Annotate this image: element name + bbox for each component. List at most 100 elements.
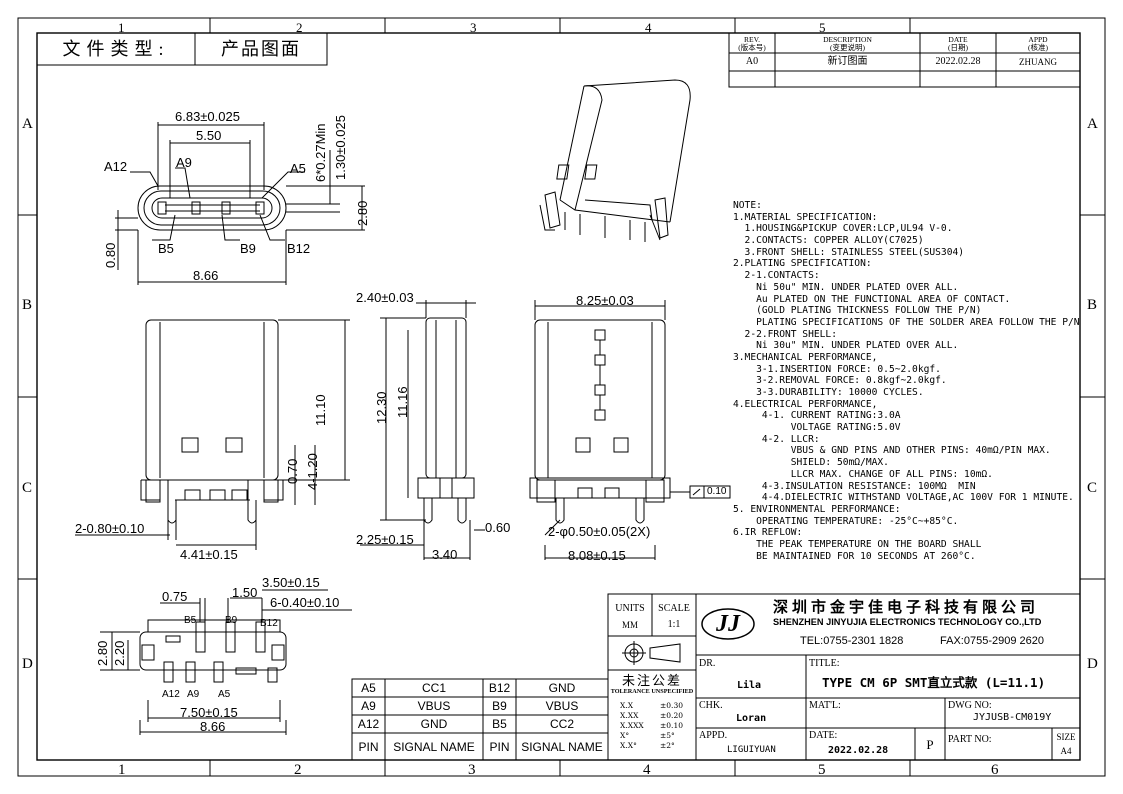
top-dim-inner: 5.50	[196, 128, 222, 143]
note-line: 3.MECHANICAL PERFORMANCE,	[733, 351, 878, 363]
note-line: PLATING SPECIFICATIONS OF THE SOLDER ARE…	[733, 316, 1080, 328]
top-dim-total: 8.66	[193, 268, 219, 283]
tolerance-key: X.XXX	[620, 721, 644, 730]
col-label-4b: 4	[643, 762, 651, 778]
col-label-2b: 2	[294, 762, 302, 778]
scale-label: SCALE	[658, 603, 690, 614]
col-label-1b: 1	[118, 762, 126, 778]
note-line: Ni 50u" MIN. UNDER PLATED OVER ALL.	[733, 281, 959, 293]
pin-table-cell: B5	[492, 717, 507, 731]
rev-row-appd: ZHUANG	[1019, 56, 1057, 67]
tolerance-val: ±0.30	[660, 701, 683, 710]
pin-table-cell: VBUS	[417, 699, 451, 713]
note-line: OPERATING TEMPERATURE: -25°C~+85°C.	[733, 515, 959, 527]
doctype-label: 文件类型:	[62, 39, 170, 59]
top-pin-a12: A12	[104, 159, 128, 174]
note-line: SHIELD: 50mΩ/MAX.	[733, 457, 889, 469]
tolerance-key: X.X	[620, 701, 634, 710]
bottom-pin-b5: B5	[184, 615, 197, 626]
doctype-box	[36, 32, 328, 66]
rear-view-drawing	[529, 300, 731, 560]
col-label-3: 3	[470, 20, 477, 35]
pin-table-cell: CC2	[549, 717, 574, 731]
top-pin-a9: A9	[176, 155, 192, 170]
top-pin-b5: B5	[158, 241, 174, 256]
dr-value: Lila	[737, 680, 762, 691]
chk-label: CHK.	[699, 700, 723, 711]
bottom-dim-150: 1.50	[232, 585, 258, 600]
rear-flatness-value: 0.10	[707, 486, 727, 497]
pin-table-cell: SIGNAL NAME	[521, 739, 603, 754]
doctype-value: 产品图面	[221, 39, 301, 59]
rev-header-date-cn: (日期)	[948, 42, 968, 52]
top-dim-width: 6.83±0.025	[175, 109, 240, 124]
title-label: TITLE:	[809, 658, 840, 669]
appd-label: APPD.	[699, 730, 728, 741]
row-label-c: C	[22, 480, 33, 496]
note-line: 3-1.INSERTION FORCE: 0.5~2.0kgf.	[733, 363, 941, 375]
note-line: VOLTAGE RATING:5.0V	[733, 422, 901, 434]
note-line: 2-1.CONTACTS:	[733, 270, 820, 282]
rev-header-date: DATE (日期)	[920, 34, 996, 53]
front-dim-height: 11.10	[313, 394, 328, 426]
side-dim-lead: 0.60	[485, 520, 511, 535]
tolerance-val: ±2°	[660, 741, 675, 750]
note-line: 1.MATERIAL SPECIFICATION:	[733, 211, 878, 223]
row-label-a-right: A	[1087, 116, 1098, 132]
bottom-view-drawing	[100, 589, 352, 735]
col-label-4: 4	[645, 20, 652, 35]
pin-table-cell: PIN	[358, 739, 379, 754]
tolerance-row: X.XX ±0.20	[620, 711, 696, 721]
pin-table-cell: PIN	[489, 739, 510, 754]
row-label-a: A	[22, 116, 33, 132]
note-line: THE PEAK TEMPERATURE ON THE BOARD SHALL	[733, 538, 982, 550]
company-tel: TEL:0755-2301 1828	[800, 635, 904, 647]
tolerance-key: X.XX	[620, 711, 639, 720]
col-label-1: 1	[118, 20, 125, 35]
top-pin-b9: B9	[240, 241, 256, 256]
note-line: 4-3.INSULATION RESISTANCE: 100MΩ MIN	[733, 480, 976, 492]
bottom-pin-b12: B12	[260, 618, 278, 629]
side-view-drawing	[360, 300, 485, 560]
bottom-dim-220: 2.20	[112, 640, 127, 666]
isometric-view-drawing	[539, 79, 691, 242]
rev-row-date: 2022.02.28	[935, 56, 981, 67]
part-label: PART NO:	[948, 734, 992, 745]
bottom-pin-a9: A9	[187, 689, 200, 700]
top-pin-b12: B12	[287, 241, 311, 256]
appd-value: LIGUIYUAN	[727, 745, 776, 755]
note-line: BE MAINTAINED FOR 10 SECONDS AT 260°C.	[733, 550, 976, 562]
zone-ticks	[18, 18, 1105, 776]
rev-header-desc: DESCRIPTION (变更说明)	[775, 34, 920, 53]
top-pin-a5: A5	[290, 161, 306, 176]
page-mark: P	[926, 736, 934, 752]
rev-header-rev: REV. (版本号)	[729, 34, 775, 53]
row-label-d: D	[22, 656, 33, 672]
tolerance-val: ±0.20	[660, 711, 683, 720]
top-view-drawing	[115, 122, 365, 285]
pin-table-cell: SIGNAL NAME	[393, 739, 475, 754]
top-dim-offset: 0.80	[103, 242, 118, 268]
bottom-dim-280: 2.80	[95, 640, 110, 666]
note-line: 2.PLATING SPECIFICATION:	[733, 258, 872, 270]
date-label: DATE:	[809, 730, 838, 741]
pin-table-cell: VBUS	[545, 699, 579, 713]
pin-table-cell: A12	[357, 717, 380, 731]
scale-value: 1:1	[667, 619, 681, 630]
bottom-dim-350: 3.50±0.15	[262, 575, 320, 590]
pin-table-cell: GND	[548, 681, 576, 695]
bottom-dim-866: 8.66	[200, 719, 226, 734]
note-line: 3.FRONT SHELL: STAINLESS STEEL(SUS304)	[733, 246, 965, 258]
rear-dim-span: 8.08±0.15	[568, 548, 626, 563]
chk-value: Loran	[736, 713, 767, 724]
rev-row-rev: A0	[745, 56, 759, 67]
bottom-dim-750: 7.50±0.15	[180, 705, 238, 720]
note-line: 4-2. LLCR:	[733, 433, 820, 445]
title-block-lines	[607, 593, 1081, 761]
top-dim-pin-len: 6*0.27Min	[313, 123, 328, 182]
rear-dim-hole: 2-φ0.50±0.05(2X)	[548, 524, 651, 539]
bottom-pin-b9: B9	[225, 615, 238, 626]
